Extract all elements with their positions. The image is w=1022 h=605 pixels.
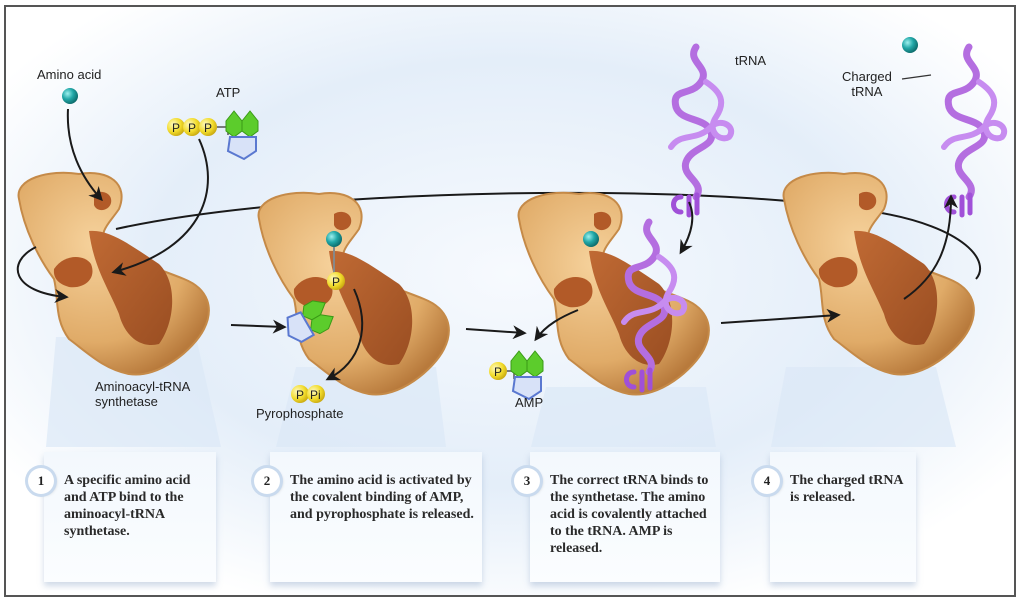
arrow-pyrophosphate-release bbox=[325, 288, 364, 381]
step-card-2: 2 The amino acid is activated by the cov… bbox=[254, 452, 482, 582]
pyrophosphate-pi bbox=[307, 385, 325, 403]
beam-4 bbox=[771, 367, 956, 447]
p-glyph: P bbox=[204, 121, 212, 135]
amino-acid-ball bbox=[62, 88, 78, 104]
step-number: 3 bbox=[514, 468, 540, 494]
p-glyph: P bbox=[188, 121, 196, 135]
step-number: 4 bbox=[754, 468, 780, 494]
step-number: 2 bbox=[254, 468, 280, 494]
label-charged-trna: Charged tRNA bbox=[842, 69, 892, 99]
label-amp: AMP bbox=[515, 395, 544, 410]
phosphate-3 bbox=[199, 118, 217, 136]
arrow-amino-acid-to-enzyme bbox=[66, 108, 103, 202]
p-glyph: P bbox=[332, 275, 340, 289]
p-glyph: P bbox=[172, 121, 180, 135]
step-card-1: 1 A specific amino acid and ATP bind to … bbox=[28, 452, 216, 582]
arrow-1-to-2 bbox=[230, 319, 287, 334]
arrow-cycle-left bbox=[16, 246, 69, 303]
phosphate-bound bbox=[327, 272, 345, 290]
arrow-atp-to-enzyme bbox=[111, 138, 209, 276]
step-description: The correct tRNA binds to the synthetase… bbox=[550, 473, 709, 556]
amino-acid-bound bbox=[326, 231, 342, 247]
phosphate-1 bbox=[167, 118, 185, 136]
label-atp: ATP bbox=[216, 85, 241, 100]
beam-1 bbox=[46, 337, 221, 447]
figure-frame: P P P P P Pi P Amino acid ATP Aminoacy bbox=[4, 5, 1016, 597]
charged-trna-leader bbox=[901, 74, 932, 80]
pi-glyph: Pi bbox=[310, 388, 321, 402]
step-description: The amino acid is activated by the coval… bbox=[290, 473, 474, 522]
label-pyrophosphate: Pyrophosphate bbox=[256, 406, 344, 421]
label-amino-acid: Amino acid bbox=[37, 67, 102, 82]
p-glyph: P bbox=[296, 388, 304, 402]
label-trna: tRNA bbox=[735, 53, 767, 68]
step-card-4: 4 The charged tRNA is released. bbox=[754, 452, 916, 582]
arrow-trna-release bbox=[903, 194, 958, 300]
phosphate-2 bbox=[183, 118, 201, 136]
step-card-3: 3 The correct tRNA binds to the syntheta… bbox=[514, 452, 720, 582]
amp-phosphate bbox=[489, 362, 507, 380]
arrow-2-to-3 bbox=[465, 325, 527, 340]
amino-acid-charged bbox=[902, 37, 918, 53]
arrow-amp-release bbox=[534, 309, 579, 342]
step-description: A specific amino acid and ATP bind to th… bbox=[64, 473, 191, 539]
p-glyph: P bbox=[494, 365, 502, 379]
arrow-3-to-4 bbox=[720, 308, 841, 324]
pyrophosphate-p bbox=[291, 385, 309, 403]
label-synthetase: Aminoacyl-tRNA synthetase bbox=[95, 379, 191, 409]
beam-3 bbox=[531, 387, 716, 447]
step-number: 1 bbox=[28, 468, 54, 494]
arrow-trna-binding bbox=[679, 201, 694, 255]
step-description: The charged tRNA is released. bbox=[790, 473, 903, 505]
amino-acid-step3 bbox=[583, 231, 599, 247]
